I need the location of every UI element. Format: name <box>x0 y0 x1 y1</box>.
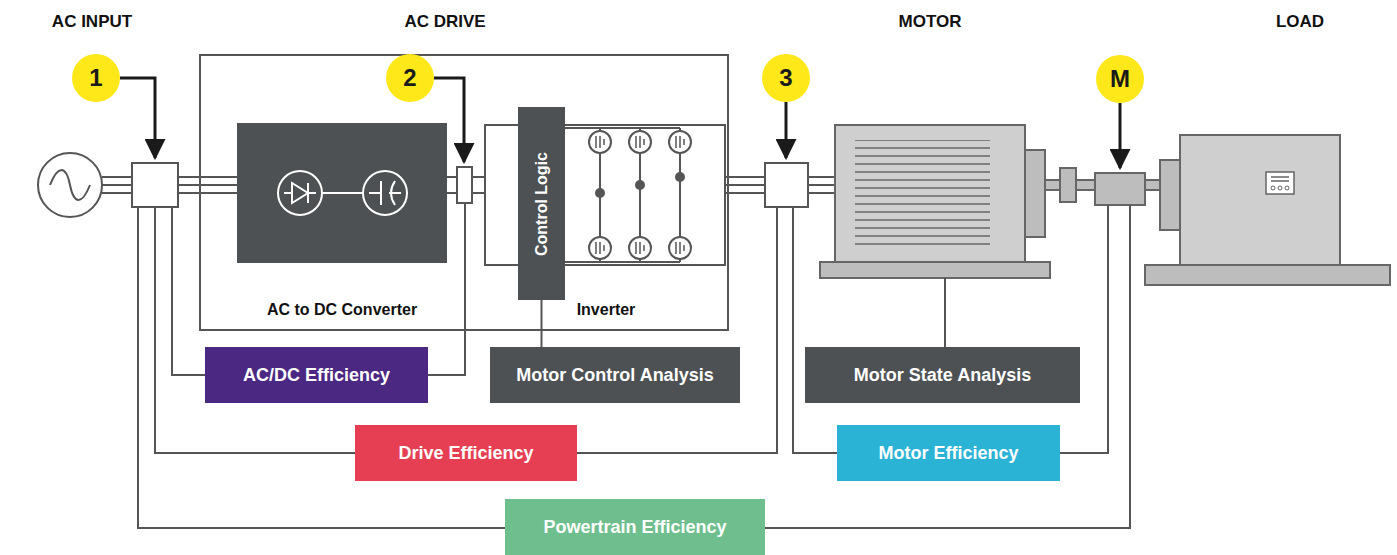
lead-lines <box>138 203 1130 528</box>
block-label: Inverter <box>577 301 636 319</box>
switch-symbols <box>565 128 691 262</box>
callout-number: M <box>1096 55 1144 103</box>
section-heading: LOAD <box>1276 12 1324 32</box>
section-heading: MOTOR <box>899 12 962 32</box>
box-label: Drive Efficiency <box>398 443 533 464</box>
analysis-box: Motor Efficiency <box>837 425 1060 481</box>
callout-number: 1 <box>72 54 120 102</box>
label-text: LOAD <box>1276 12 1324 31</box>
meter-box <box>457 167 472 203</box>
logic-block: Control Logic <box>518 107 565 300</box>
converter-block <box>237 123 447 263</box>
box-label: Powertrain Efficiency <box>543 517 726 538</box>
callout-number: 3 <box>762 54 810 102</box>
section-heading: AC DRIVE <box>404 12 485 32</box>
box-label: Motor Efficiency <box>878 443 1018 464</box>
connector-line <box>541 300 543 347</box>
callout-number: 2 <box>386 54 434 102</box>
label-text: Inverter <box>577 301 636 318</box>
block-label: AC to DC Converter <box>267 301 417 319</box>
callout-label: 2 <box>403 64 416 92</box>
torque-sensor <box>1095 173 1145 205</box>
meter-box <box>765 163 808 207</box>
box-label: Control Logic <box>533 152 551 256</box>
analysis-box: Motor Control Analysis <box>490 347 740 403</box>
section-heading: AC INPUT <box>52 12 132 32</box>
callout-label: 3 <box>779 64 792 92</box>
callout-label: 1 <box>89 64 102 92</box>
meter-box <box>132 163 178 207</box>
analysis-box: AC/DC Efficiency <box>205 347 428 403</box>
box-label: AC/DC Efficiency <box>243 365 390 386</box>
label-text: AC to DC Converter <box>267 301 417 318</box>
load <box>1145 135 1390 285</box>
callout-arrows <box>120 78 1120 168</box>
callout-label: M <box>1110 65 1130 93</box>
analysis-box: Drive Efficiency <box>355 425 577 481</box>
label-text: AC INPUT <box>52 12 132 31</box>
label-text: AC DRIVE <box>404 12 485 31</box>
box-label: Motor State Analysis <box>854 365 1031 386</box>
label-text: MOTOR <box>899 12 962 31</box>
analysis-box: Motor State Analysis <box>805 347 1080 403</box>
converter-symbols <box>278 171 407 215</box>
box-label: Motor Control Analysis <box>516 365 713 386</box>
ac-source <box>38 153 102 217</box>
analysis-box: Powertrain Efficiency <box>505 499 765 555</box>
motor <box>820 125 1180 278</box>
